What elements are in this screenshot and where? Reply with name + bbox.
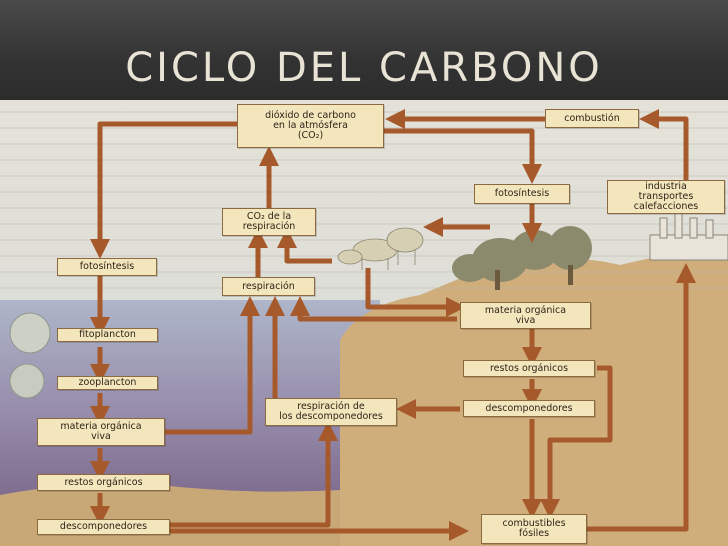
node-organic-matter-sea: materia orgánica viva [37,418,165,446]
node-combustion: combustión [545,109,639,128]
node-zooplankton: zooplancton [57,376,158,390]
node-organic-matter-land: materia orgánica viva [460,302,591,329]
node-fossil-fuels: combustibles fósiles [481,514,587,544]
node-photosynthesis-sea: fotosíntesis [57,258,157,276]
node-phytoplankton: fitoplancton [57,328,158,342]
node-organic-remains-land: restos orgánicos [463,360,595,377]
phytoplankton-illustration [10,313,50,353]
node-respiration: respiración [222,277,315,296]
seabed-area [0,484,340,546]
node-photosynthesis-land: fotosíntesis [474,184,570,204]
zooplankton-illustration [10,364,44,398]
slide-title: CICLO DEL CARBONO [0,45,728,91]
node-co2-respiration: CO₂ de la respiración [222,208,316,236]
node-decomposers-land: descomponedores [463,400,595,417]
node-decomposers-sea: descomponedores [37,519,170,535]
node-decomposer-respiration: respiración de los descomponedores [265,398,397,426]
node-organic-remains-sea: restos orgánicos [37,474,170,491]
node-co2-atmosphere: dióxido de carbono en la atmósfera (CO₂) [237,104,384,148]
node-industry: industria transportes calefacciones [607,180,725,214]
carbon-cycle-diagram: dióxido de carbono en la atmósfera (CO₂)… [0,100,728,546]
